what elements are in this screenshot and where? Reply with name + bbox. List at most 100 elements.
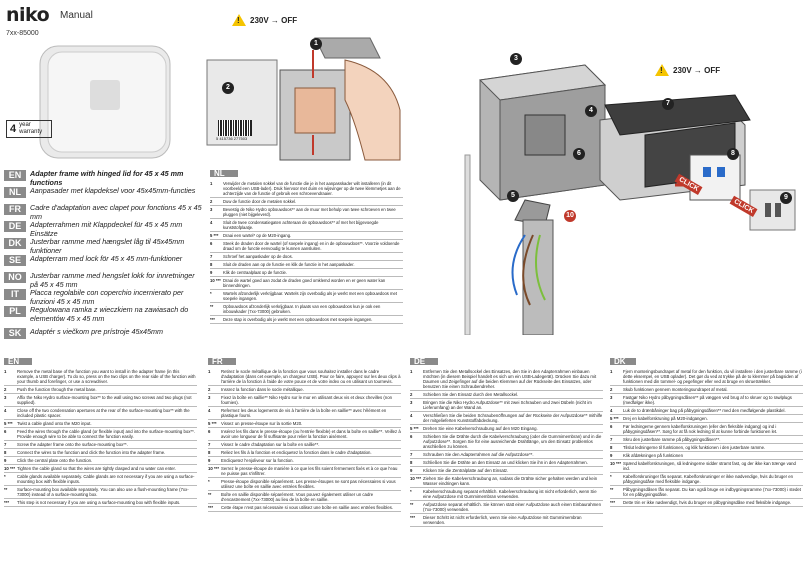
illustration-steps-1-2 — [206, 37, 401, 161]
section-header-fr: FR — [208, 358, 236, 366]
step-row: 10 ***Spænd kabelforskruningen, så ledni… — [610, 460, 803, 473]
doc-type: Manual — [60, 10, 93, 21]
illustration-steps-3-10 — [464, 64, 796, 335]
warning-icon: ! — [232, 14, 246, 26]
callout-4: 4 — [585, 105, 597, 117]
warning-power-off-2: ! 230V → OFF — [655, 64, 720, 76]
callout-10: 10 — [564, 210, 576, 222]
section-header-nl: NL — [210, 170, 238, 178]
step-row: 5 ***Draai een wartel* op de M20-ingang. — [210, 232, 403, 240]
section-header-de: DE — [410, 358, 438, 366]
note-row: **Opbouwdoos afzonderlijk verkrijgbaar. … — [210, 303, 403, 316]
note-row: ***Dette trin er ikke nødvendigt, hvis d… — [610, 499, 803, 507]
step-row: 10 ***Ziehen Sie die Kabelverschraubung … — [410, 475, 603, 488]
callout-2: 2 — [222, 82, 234, 94]
note-row: **Påbygningsdåsen fås separat. Du kan og… — [610, 486, 803, 499]
step-row: 5 ***Twist a cable gland onto the M20 in… — [4, 420, 197, 428]
section-header-dk: DK — [610, 358, 636, 366]
section-header-en: EN — [4, 358, 32, 366]
callout-7: 7 — [662, 98, 674, 110]
step-row: 10 ***Draai de wartel goed aan zodat de … — [210, 277, 403, 290]
callout-1: 1 — [310, 38, 322, 50]
note-row: *Kabelverschraubung separat erhältlich. … — [410, 488, 603, 501]
warning-icon: ! — [655, 64, 669, 76]
step-row: 5 ***Drehen Sie eine Kabelverschraubung … — [410, 425, 603, 433]
warning-power-off-1: ! 230V → OFF — [232, 14, 297, 26]
note-row: **Boîte en saillie disponible séparément… — [208, 491, 401, 504]
note-row: *Presse-étoupe disponible séparément. Le… — [208, 478, 401, 491]
step-row: 10 ***Tighten the cable gland so that th… — [4, 465, 197, 473]
note-row: *Cable glands available separately. Cabl… — [4, 473, 197, 486]
barcode-number: 5 415736 277503 — [216, 136, 248, 141]
barcode — [218, 120, 252, 136]
product-image — [39, 45, 171, 159]
note-row: ***Deze stap is overbodig als je werkt m… — [210, 316, 403, 324]
callout-8: 8 — [727, 148, 739, 160]
note-row: **Surface-mounting box available separat… — [4, 486, 197, 499]
niko-logo: niko — [6, 4, 50, 26]
note-row: **Aufputzdose separat erhältlich. Sie kö… — [410, 501, 603, 514]
step-row: 5 ***Vissez un presse-étoupe sur la sort… — [208, 420, 401, 428]
step-row: 10 ***Serrez le presse-étoupe de manière… — [208, 465, 401, 478]
product-code: 7xx-85000 — [6, 30, 39, 37]
callout-3: 3 — [510, 53, 522, 65]
step-row: 5 ***Drej en kabelforskruning på M20-ind… — [610, 415, 803, 423]
callout-5: 5 — [507, 190, 519, 202]
note-row: *Kabelforskruninger fås separat. Kabelfo… — [610, 473, 803, 486]
note-row: ***Cette étape n'est pas nécessaire si v… — [208, 504, 401, 512]
note-row: ***Dieser Schritt ist nicht erforderlich… — [410, 514, 603, 527]
